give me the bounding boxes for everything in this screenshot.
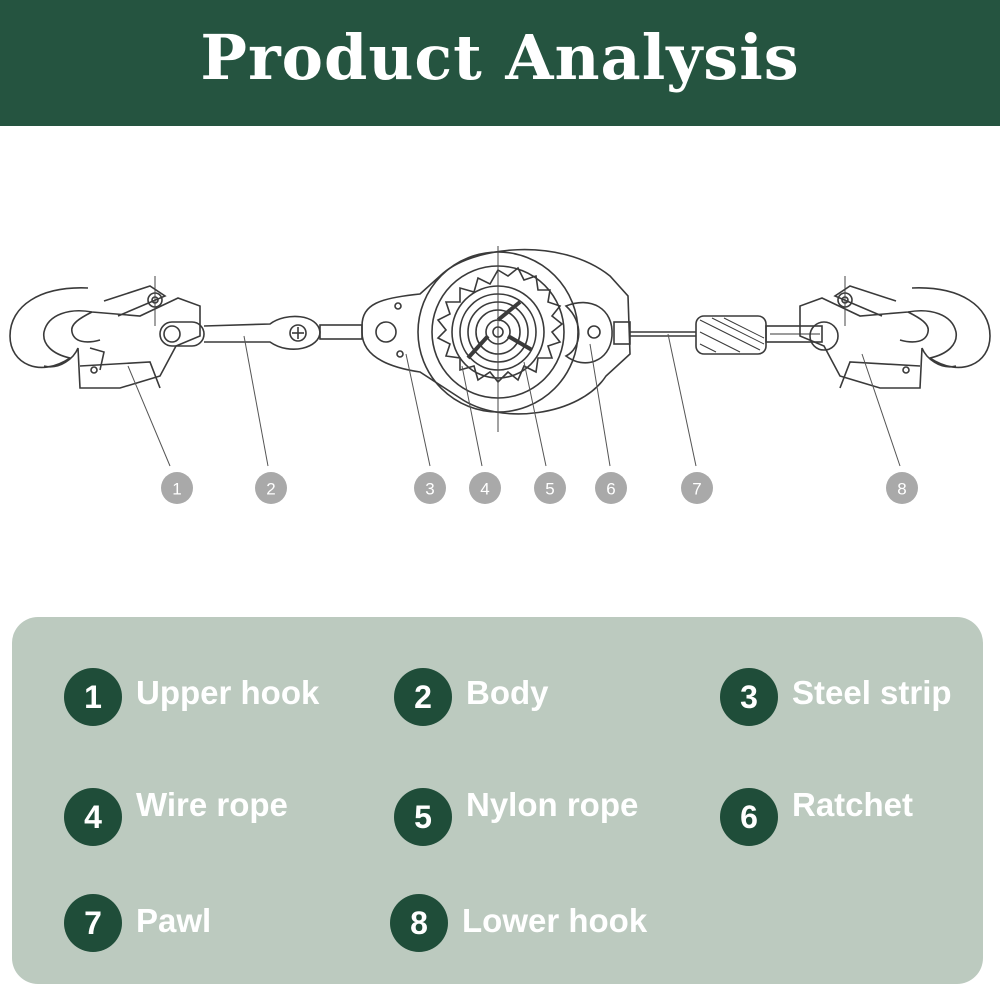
callout-badge: 8: [886, 472, 918, 504]
callout-badge: 2: [255, 472, 287, 504]
legend-number-badge: 3: [720, 668, 778, 726]
legend-label: Upper hook: [136, 674, 320, 711]
legend-label: Ratchet: [792, 786, 914, 823]
legend-number-badge: 2: [394, 668, 452, 726]
legend-number-badge: 8: [390, 894, 448, 952]
page-title: Product Analysis: [200, 20, 800, 94]
pawl-drawing: [564, 301, 631, 364]
legend-item: 7 Pawl: [64, 893, 211, 953]
legend-label: Wire rope: [136, 786, 288, 823]
legend-item: 2 Body: [394, 667, 549, 727]
legend-item: 8 Lower hook: [390, 893, 647, 953]
drawing: [9, 246, 991, 432]
legend-number-badge: 7: [64, 894, 122, 952]
diagram-svg: 1 2 3 4 5 6 7 8: [9, 246, 991, 504]
callout-5: 5: [545, 480, 554, 499]
callout-badge: 6: [595, 472, 627, 504]
legend-item: 1 Upper hook: [64, 667, 319, 727]
callout-7: 7: [692, 480, 701, 499]
legend-number-badge: 6: [720, 788, 778, 846]
legend-label: Body: [466, 674, 549, 711]
legend-number-badge: 1: [64, 668, 122, 726]
legend-item: 3 Steel strip: [720, 667, 952, 727]
legend-number-badge: 4: [64, 788, 122, 846]
leader-lines: [127, 333, 901, 467]
callout-badge: 3: [414, 472, 446, 504]
legend-label: Steel strip: [792, 674, 952, 711]
center-lines: [154, 246, 846, 432]
callout-badge: 1: [161, 472, 193, 504]
product-diagram: 1 2 3 4 5 6 7 8: [0, 126, 1000, 606]
upper-hook-drawing: [9, 285, 201, 389]
legend-number-badge: 5: [394, 788, 452, 846]
legend-label: Pawl: [136, 902, 212, 939]
callout-badge: 4: [469, 472, 501, 504]
wire-rope-drawing: [630, 315, 823, 355]
legend-item: 4 Wire rope: [64, 786, 288, 847]
legend-item: 5 Nylon rope: [394, 786, 639, 847]
callout-3: 3: [425, 480, 434, 499]
callout-badge: 5: [534, 472, 566, 504]
callout-2: 2: [266, 480, 275, 499]
legend-label: Nylon rope: [466, 786, 639, 823]
callout-8: 8: [897, 480, 906, 499]
lower-hook-drawing: [799, 285, 991, 389]
header-banner: Product Analysis: [0, 0, 1000, 126]
legend-label: Lower hook: [462, 902, 648, 939]
shaft-drawing: [159, 315, 363, 350]
callout-6: 6: [606, 480, 615, 499]
callout-4: 4: [480, 480, 489, 499]
callout-badge: 7: [681, 472, 713, 504]
callout-1: 1: [172, 480, 181, 499]
legend-panel: 1 Upper hook 2 Body 3 Steel strip 4 Wire…: [12, 617, 983, 984]
legend-item: 6 Ratchet: [720, 786, 914, 847]
